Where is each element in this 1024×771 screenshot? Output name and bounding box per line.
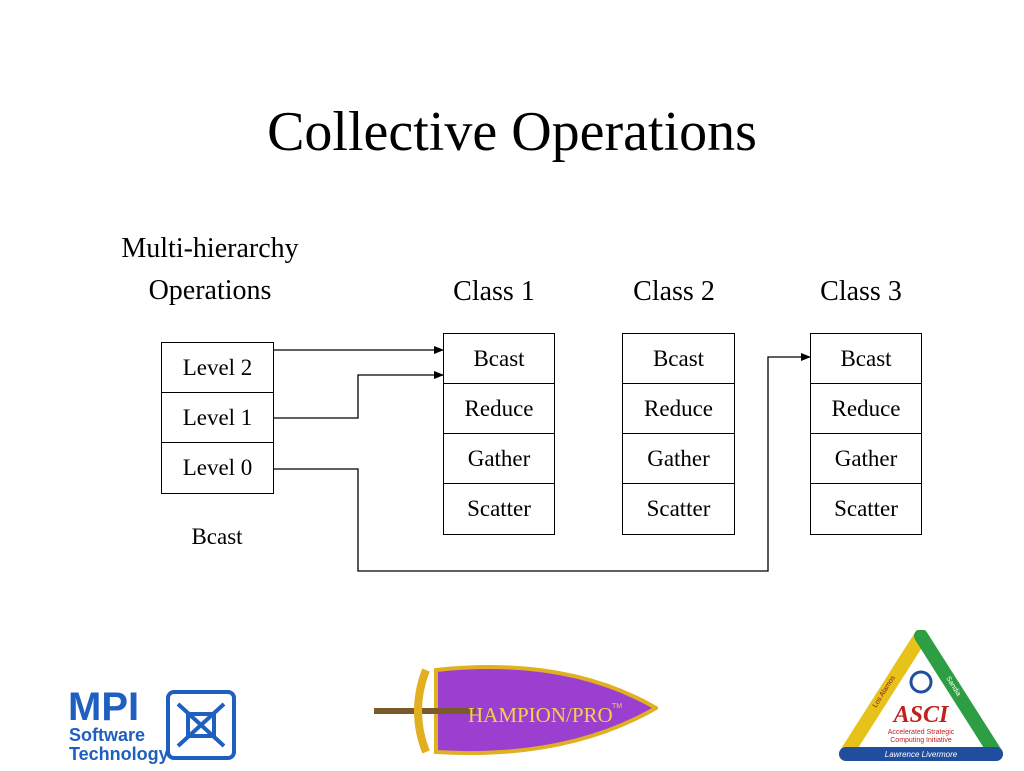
champion-logo-text: HAMPION/PRO xyxy=(468,703,613,727)
champion-c-mark xyxy=(414,668,430,754)
subtitle-line-2: Operations xyxy=(148,275,272,306)
level-0-cell: Level 0 xyxy=(182,455,253,480)
connector-level1-to-class1 xyxy=(273,371,444,419)
class-2-gather: Gather xyxy=(623,434,734,484)
champion-pro-logo: HAMPION/PRO TM xyxy=(366,656,661,766)
class-3-reduce: Reduce xyxy=(811,384,921,434)
asci-mark: ASCI xyxy=(892,702,950,728)
class-2-ops-stack: Bcast Reduce Gather Scatter xyxy=(622,333,735,535)
asci-tagline-2: Computing Initiative xyxy=(890,737,952,744)
champion-shield-icon xyxy=(434,665,661,756)
connector-level0-to-class3 xyxy=(273,353,811,572)
class-2-reduce: Reduce xyxy=(623,384,734,434)
level-2-cell: Level 2 xyxy=(162,343,273,393)
mpi-logo-technology: Technology xyxy=(69,744,169,764)
class-1-reduce: Reduce xyxy=(444,384,554,434)
mpi-software-technology-logo: MPI Software Technology xyxy=(66,684,246,764)
class-1-bcast: Bcast xyxy=(444,334,554,384)
asci-bottom-label: Lawrence Livermore xyxy=(885,750,958,759)
class-3-gather: Gather xyxy=(811,434,921,484)
asci-right-bar xyxy=(914,629,1003,761)
level-stack: Level 2 Level 1 Level 0 xyxy=(161,342,274,494)
mpi-logo-software: Software xyxy=(69,725,145,745)
class-3-heading: Class 3 xyxy=(820,276,902,307)
class-2-scatter: Scatter xyxy=(646,496,711,521)
class-1-gather: Gather xyxy=(444,434,554,484)
diagram-subtitle: Multi-hierarchy Operations xyxy=(80,228,340,312)
class-1-heading: Class 1 xyxy=(453,276,535,307)
class-2-bcast: Bcast xyxy=(623,334,734,384)
asci-logo: ASCI Accelerated Strategic Computing Ini… xyxy=(836,629,1006,766)
class-3-ops-stack: Bcast Reduce Gather Scatter xyxy=(810,333,922,535)
class-2-heading: Class 2 xyxy=(633,276,715,307)
asci-left-bar xyxy=(839,629,928,761)
asci-seal-icon xyxy=(909,670,933,694)
asci-tagline-1: Accelerated Strategic xyxy=(888,729,955,736)
subtitle-line-1: Multi-hierarchy xyxy=(121,233,299,264)
level-1-cell: Level 1 xyxy=(162,393,273,443)
class-1-scatter: Scatter xyxy=(467,496,531,521)
mpi-emblem-icon xyxy=(166,690,236,760)
class-1-ops-stack: Bcast Reduce Gather Scatter xyxy=(443,333,555,535)
slide-title: Collective Operations xyxy=(267,101,757,163)
class-3-bcast: Bcast xyxy=(811,334,921,384)
level-stack-caption: Bcast xyxy=(191,524,243,549)
champion-trademark: TM xyxy=(612,703,622,710)
mpi-logo-text: MPI xyxy=(68,685,139,729)
class-3-scatter: Scatter xyxy=(834,496,898,521)
